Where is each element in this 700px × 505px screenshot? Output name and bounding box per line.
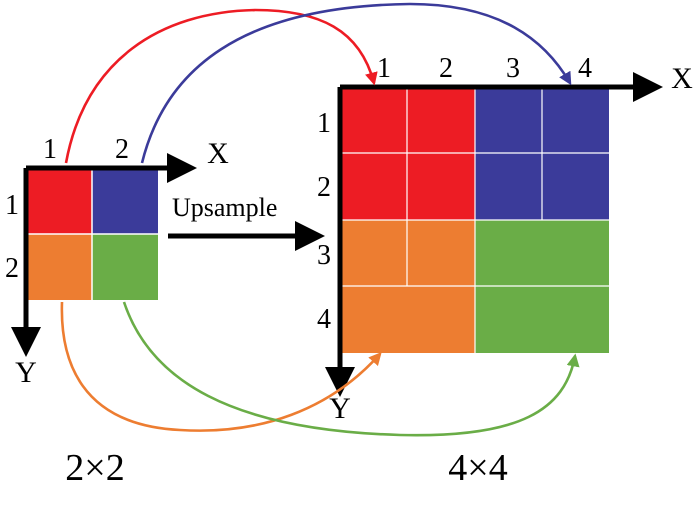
large-row-tick: 2 [317, 172, 331, 203]
red-mapping-arrow [64, 8, 378, 164]
large-row-tick: 1 [317, 108, 331, 139]
large-col-tick: 1 [377, 53, 391, 84]
green-mapping-arrow [122, 301, 580, 437]
small-x-axis-label: X [207, 137, 229, 170]
small-grid-caption: 2×2 [65, 447, 124, 489]
blue-mapping-arrow [140, 2, 572, 164]
large-row-tick: 3 [317, 240, 331, 271]
large-col-tick: 3 [506, 53, 520, 84]
large-col-tick: 4 [578, 53, 592, 84]
small-cell-green [92, 234, 158, 300]
small-cell-orange [26, 234, 92, 300]
upsample-label: Upsample [172, 193, 277, 222]
large-col-tick: 2 [439, 53, 453, 84]
small-row-tick: 2 [5, 253, 19, 284]
small-y-axis-label: Y [15, 356, 37, 389]
small-col-tick: 1 [43, 134, 57, 165]
small-col-tick: 2 [115, 134, 129, 165]
large-grid: 1 2 3 4 1 2 3 4 X Y 4×4 [317, 53, 693, 489]
large-y-axis-label: Y [329, 392, 351, 425]
small-cell-red [26, 168, 92, 234]
small-row-tick: 1 [5, 190, 19, 221]
small-cell-blue [92, 168, 158, 234]
large-x-axis-label: X [671, 62, 693, 95]
orange-mapping-arrow [60, 301, 382, 432]
large-grid-caption: 4×4 [448, 447, 507, 489]
small-grid: 1 2 1 2 X Y 2×2 [5, 134, 229, 489]
large-row-tick: 4 [317, 304, 331, 335]
